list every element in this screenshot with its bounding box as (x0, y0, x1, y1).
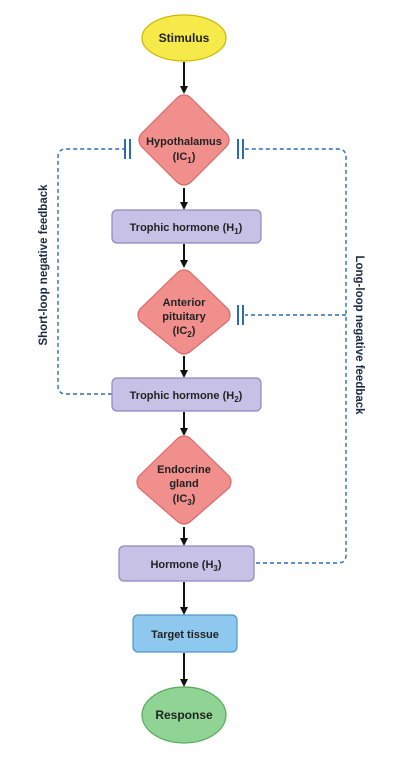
long-loop-line (245, 148, 347, 564)
anterior-pituitary-line2: pituitary (162, 311, 206, 323)
trophic-hormone-1-node: Trophic hormone (H1) (111, 209, 262, 244)
target-tissue-label: Target tissue (151, 629, 219, 641)
endocrine-gland-node: Endocrine gland (IC3) (136, 435, 232, 525)
hypothalamus-code: (IC1) (173, 151, 196, 165)
inhibition-markers (124, 139, 244, 325)
hormone-3-label: Hormone (H3) (150, 559, 221, 573)
endocrine-gland-line2: gland (169, 478, 198, 490)
anterior-pituitary-line1: Anterior (163, 297, 207, 309)
trophic-hormone-2-node: Trophic hormone (H2) (111, 377, 262, 412)
stimulus-label: Stimulus (159, 31, 210, 45)
hypothalamus-label: Hypothalamus (146, 136, 222, 148)
hormone-3-node: Hormone (H3) (118, 545, 255, 582)
feedback-loops (57, 148, 347, 564)
stimulus-node: Stimulus (141, 14, 227, 62)
anterior-pituitary-node: Anterior pituitary (IC2) (137, 269, 231, 355)
endocrine-gland-line1: Endocrine (157, 464, 211, 476)
anterior-pituitary-code: (IC2) (173, 325, 196, 339)
response-label: Response (155, 708, 213, 722)
short-loop-feedback-label: Short-loop negative feedback (38, 184, 50, 346)
endocrine-gland-code: (IC3) (173, 493, 196, 507)
response-node: Response (141, 686, 227, 744)
target-tissue-node: Target tissue (132, 614, 238, 653)
trophic-hormone-1-label: Trophic hormone (H1) (130, 222, 243, 236)
long-loop-feedback-label: Long-loop negative feedback (353, 255, 365, 415)
short-loop-line (57, 148, 124, 395)
hypothalamus-node: Hypothalamus (IC1) (138, 94, 230, 186)
trophic-hormone-2-label: Trophic hormone (H2) (130, 390, 243, 404)
